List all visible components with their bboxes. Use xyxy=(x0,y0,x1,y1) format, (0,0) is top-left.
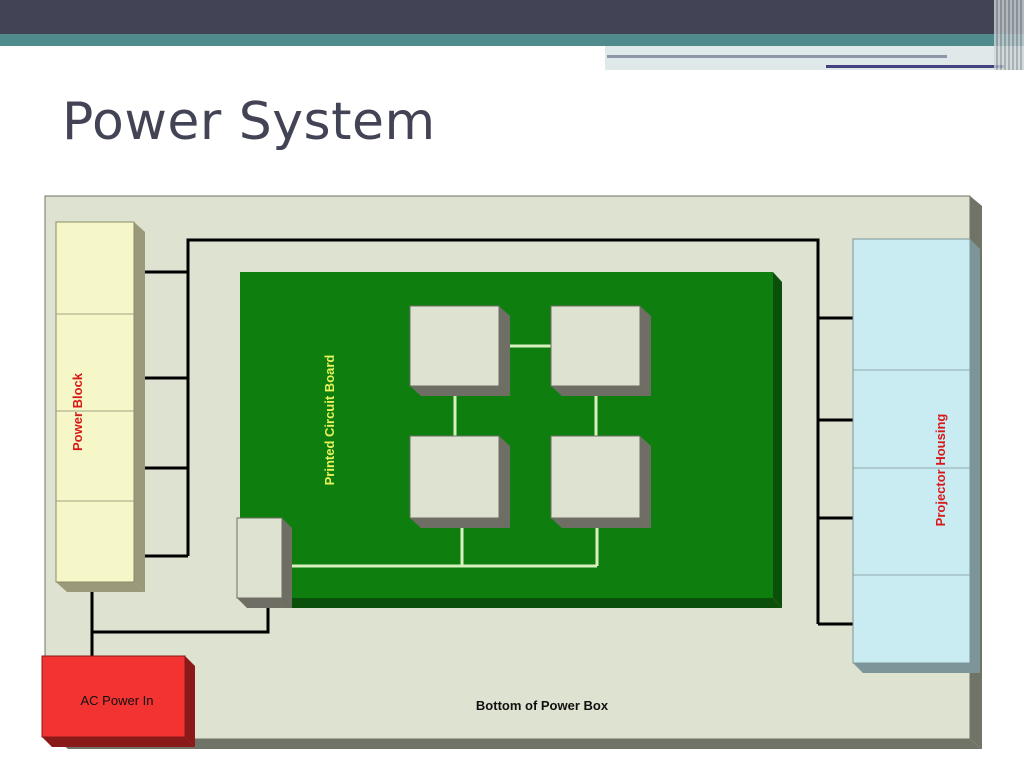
header-gap xyxy=(0,46,605,50)
chip-bottom-left xyxy=(409,435,510,528)
chip-bottom-right xyxy=(550,435,651,528)
power-block-label: Power Block xyxy=(70,372,85,451)
ac-power-label: AC Power In xyxy=(81,693,154,708)
chip-top-right xyxy=(550,305,651,396)
printed-circuit-board: Printed Circuit Board xyxy=(236,272,782,608)
pcb-power-connector xyxy=(236,517,292,608)
header-accent-bar xyxy=(0,34,1024,46)
bottom-of-power-box-label: Bottom of Power Box xyxy=(476,698,609,713)
chip-top-left xyxy=(409,305,510,396)
wire-top-loop xyxy=(186,238,820,624)
wiring xyxy=(90,238,854,657)
pcb-label: Printed Circuit Board xyxy=(322,355,337,486)
projector-housing-label: Projector Housing xyxy=(933,414,948,527)
projector-housing: Projector Housing xyxy=(852,238,980,673)
header-rule-2 xyxy=(826,65,1004,68)
ac-power-in: AC Power In xyxy=(41,655,195,747)
power-block: Power Block xyxy=(55,221,145,592)
header-bar xyxy=(0,0,1024,34)
header-stripes xyxy=(994,0,1024,70)
slide-title: Power System xyxy=(62,92,436,152)
header-rule-1 xyxy=(607,55,947,58)
